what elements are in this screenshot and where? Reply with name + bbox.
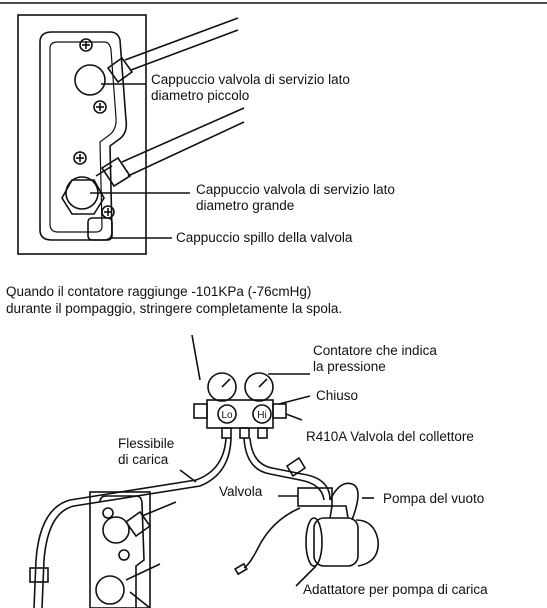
label-gauge-line1: Contatore che indica — [313, 343, 437, 358]
gauge-hi-label: Hi — [257, 410, 266, 421]
label-large-valve-line2: diametro grande — [196, 198, 295, 213]
label-vacuum-pump: Pompa del vuoto — [383, 491, 485, 506]
label-gauge: Contatore che indica la pressione — [313, 343, 437, 375]
unit-panel — [17, 14, 147, 255]
label-manifold: R410A Valvola del collettore — [306, 429, 474, 444]
gauge-lo-label: Lo — [221, 410, 233, 421]
instruction-line2: durante il pompaggio, stringere completa… — [6, 301, 343, 316]
label-closed: Chiuso — [316, 388, 359, 403]
label-pin-cap: Cappuccio spillo della valvola — [176, 230, 353, 245]
label-hose-line1: Flessibile — [118, 436, 175, 451]
label-large-valve-line1: Cappuccio valvola di servizio lato — [196, 182, 395, 197]
valve-small — [74, 64, 106, 96]
label-gauge-line2: la pressione — [313, 359, 386, 374]
vacuum-pump — [313, 517, 359, 567]
gauge-hi-dial — [244, 372, 274, 402]
label-small-valve-line1: Cappuccio valvola di servizio lato — [151, 72, 350, 87]
label-hose: Flessibile di carica — [118, 436, 174, 468]
label-adapter: Adattatore per pompa di carica — [303, 582, 488, 597]
label-small-valve-line2: diametro piccolo — [151, 88, 250, 103]
label-valve: Valvola — [219, 484, 263, 499]
instruction-line1: Quando il contatore raggiunge -101KPa (-… — [6, 284, 312, 299]
gauge-lo-dial — [207, 372, 237, 402]
label-hose-line2: di carica — [118, 452, 169, 467]
label-small-valve: Cappuccio valvola di servizio lato diame… — [151, 72, 350, 104]
label-large-valve: Cappuccio valvola di servizio lato diame… — [196, 182, 395, 214]
instruction-text: Quando il contatore raggiunge -101KPa (-… — [6, 283, 446, 317]
